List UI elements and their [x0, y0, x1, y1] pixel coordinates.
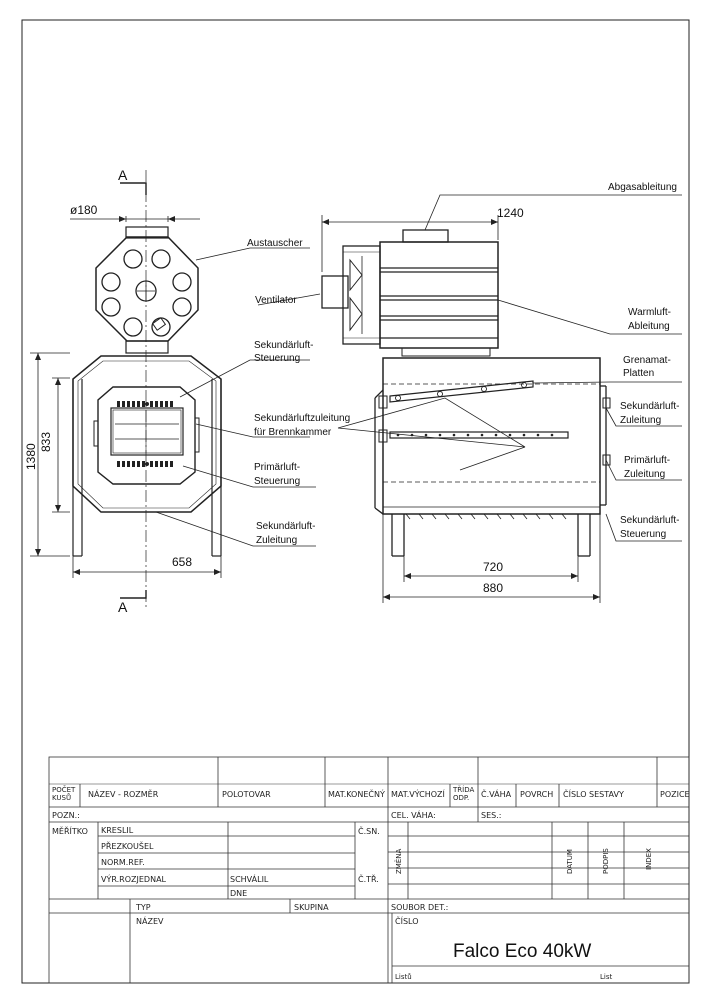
tb-vyr-rozjednal: VÝR.ROZJEDNAL: [101, 873, 167, 884]
label-ventilator: Ventilator: [255, 295, 297, 306]
side-view-hatch: [405, 513, 567, 520]
stove-body-side: [382, 357, 601, 515]
tb-meritko: MĚŘÍTKO: [52, 825, 88, 836]
tb-listu: Listů: [395, 973, 412, 981]
exchanger-tubes: [101, 249, 192, 337]
label-austauscher: Austauscher: [247, 238, 303, 249]
tb-nazev-rozmer: NÁZEV - ROZMĚR: [88, 788, 159, 799]
dim-720: 720: [483, 560, 503, 574]
label-r-prim-zuleitung-1: Primärluft-: [624, 455, 670, 466]
combustion-door: [97, 386, 196, 485]
tb-trida-1: TŘÍDA: [452, 785, 474, 794]
label-abgasableitung: Abgasableitung: [608, 182, 677, 193]
tb-cislo: ČÍSLO: [395, 915, 419, 926]
tb-cel-vaha: CEL. VÁHA:: [391, 809, 436, 820]
tb-ses: SES.:: [481, 811, 501, 820]
tb-schvalil: SCHVÁLIL: [230, 873, 269, 884]
section-mark-top: A: [118, 167, 128, 183]
secondary-air-pipe: [389, 431, 569, 439]
tb-trida-2: ODP.: [453, 794, 469, 802]
label-grenamat-2: Platten: [623, 368, 654, 379]
drawing-title: Falco Eco 40kW: [453, 941, 591, 962]
label-r-sek-zuleitung-1: Sekundärluft-: [620, 401, 679, 412]
tb-c-tr: Č.TŘ.: [358, 873, 379, 884]
front-view: [72, 170, 222, 610]
tb-pozn: POZN.:: [52, 811, 80, 820]
label-sek-brennkammer-2: für Brennkammer: [254, 427, 332, 438]
tb-pocet-2: KUSŮ: [52, 793, 71, 802]
label-r-prim-zuleitung-2: Zuleitung: [624, 469, 665, 480]
label-warmluft-1: Warmluft-: [628, 307, 671, 318]
tb-datum: DATUM: [566, 849, 574, 874]
label-sek-zuleitung-2: Zuleitung: [256, 535, 297, 546]
dim-833: 833: [39, 432, 53, 452]
tb-kreslil: KRESLIL: [101, 826, 134, 835]
label-sek-steuerung-1: Sekundärluft-: [254, 340, 313, 351]
tb-prezkousel: PŘEZKOUŠEL: [101, 840, 154, 851]
dim-658: 658: [172, 555, 192, 569]
side-dimension-lines: [321, 215, 601, 603]
tb-skupina: SKUPINA: [294, 903, 329, 912]
front-dimension-arrows: [35, 216, 221, 575]
side-leader-lines: [257, 194, 682, 542]
dim-1240: 1240: [497, 206, 524, 220]
exchanger-block-side: [379, 241, 499, 349]
secondary-air-slots: [117, 401, 173, 407]
label-grenamat-1: Grenamat-: [623, 355, 671, 366]
front-leader-lines: [155, 247, 316, 547]
tb-norm-ref: NORM.REF.: [101, 858, 145, 867]
heat-exchanger-octagon: [95, 236, 199, 342]
tb-dne: DNE: [230, 889, 247, 898]
tb-povrch: POVRCH: [520, 790, 553, 799]
tb-mat-vychozi: MAT.VÝCHOZÍ: [391, 788, 446, 799]
tb-typ: TYP: [135, 903, 151, 912]
tb-cislo-sestavy: ČÍSLO SESTAVY: [563, 788, 624, 799]
tb-nazev: NÁZEV: [136, 915, 164, 926]
label-prim-steuerung-1: Primärluft-: [254, 462, 300, 473]
label-prim-steuerung-2: Steuerung: [254, 476, 300, 487]
label-r-sek-steuerung-2: Steuerung: [620, 529, 666, 540]
label-r-sek-zuleitung-2: Zuleitung: [620, 415, 661, 426]
primary-air-slots: [117, 461, 173, 467]
tb-podpis: PODPIS: [602, 848, 610, 874]
label-sek-zuleitung-1: Sekundärluft-: [256, 521, 315, 532]
drawing-frame: [21, 19, 690, 984]
tb-index: INDEX: [645, 848, 653, 870]
front-dimension-lines: [30, 216, 222, 578]
tb-c-sn: Č.SN.: [358, 825, 380, 836]
dim-880: 880: [483, 581, 503, 595]
tb-list: List: [600, 973, 612, 981]
label-sek-steuerung-2: Steuerung: [254, 353, 300, 364]
tb-zmena: ZMĚNA: [394, 849, 403, 874]
label-r-sek-steuerung-1: Sekundärluft-: [620, 515, 679, 526]
tb-pocet-1: POČET: [52, 785, 76, 794]
label-sek-brennkammer-1: Sekundärluftzuleitung: [254, 413, 350, 424]
tb-c-vaha: Č.VÁHA: [481, 788, 512, 799]
tb-polotovar: POLOTOVAR: [222, 790, 271, 799]
side-view: [321, 229, 611, 557]
tb-soubor-det: SOUBOR DET.:: [391, 903, 448, 912]
tb-mat-konecny: MAT.KONEČNÝ: [328, 788, 385, 799]
fan-housing: [342, 245, 381, 345]
dim-diameter-180: ø180: [70, 203, 98, 217]
pipe-holes: [396, 433, 554, 437]
dim-1380: 1380: [24, 443, 38, 470]
title-block-text: POČET KUSŮ NÁZEV - ROZMĚR POLOTOVAR MAT.…: [52, 785, 690, 981]
title-block-lines: [48, 756, 690, 984]
grenamat-plate: [389, 380, 534, 403]
tb-pozice: POZICE: [660, 790, 690, 799]
section-mark-bottom: A: [118, 599, 128, 615]
side-dimension-arrows: [322, 219, 600, 600]
label-warmluft-2: Ableitung: [628, 321, 670, 332]
